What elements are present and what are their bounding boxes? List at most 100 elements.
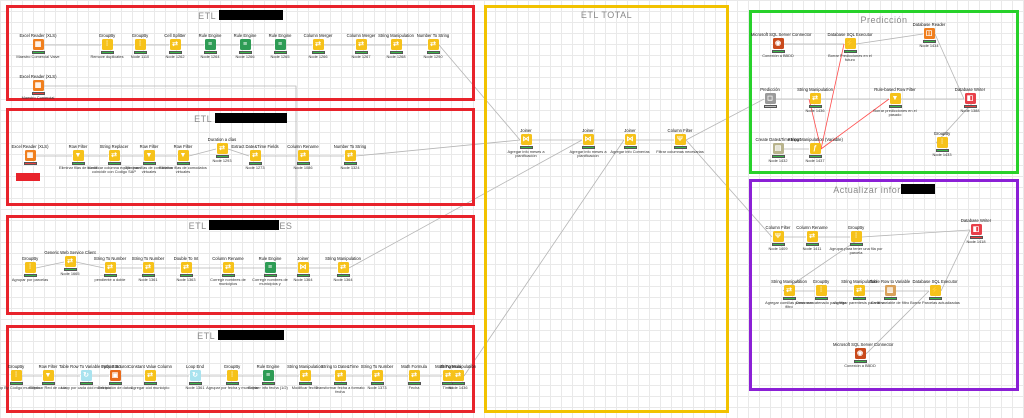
workflow-node[interactable]: Database Writer◧Node 1418 [949,218,1003,244]
workflow-node[interactable]: Constant Value Column⇄Agregar cód munici… [123,364,177,390]
filter-node-icon[interactable]: ▼ [177,150,189,161]
workflow-node[interactable]: String To Number⇄pendiente a doble [83,256,137,282]
workflow-node[interactable]: Joiner⋈Agregar info meses a planificació… [561,128,615,159]
workflow-node[interactable]: Row Filter▼Eliminar filas de suma [51,144,105,170]
annotation-etl[interactable]: ETL [6,5,475,101]
workflow-node[interactable]: String To Number⇄Node 1373 [350,364,404,390]
annotation-etl-total[interactable]: ETL TOTAL [484,5,729,413]
workflow-node[interactable]: String Manipulation⇄Agregar comillas par… [762,279,816,310]
workflow-node[interactable]: GroupBy⫶Group By Código municipio [0,364,43,390]
manip-node-icon[interactable]: ⇄ [249,150,261,161]
manip-node-icon[interactable]: ⇄ [408,370,420,381]
workflow-node[interactable]: Rule Engine≡Node 1265 [253,33,307,59]
python-node-icon[interactable]: ▣ [109,370,121,381]
workflow-node[interactable]: GroupBy⫶Agrupar por parcelas [3,256,57,282]
workflow-node[interactable]: Rule Engine≡Node 1264 [183,33,237,59]
rule-node-icon[interactable]: ≡ [264,262,276,273]
joiner-node-icon[interactable]: ⋈ [582,134,594,145]
annotation-actualizar[interactable]: Actualizar infor [749,179,1019,391]
workflow-node[interactable]: Math Formula⇄Fecha [387,364,441,390]
workflow-node[interactable]: Joiner⋈Agregar info meses a planificació… [499,128,553,159]
manip-node-icon[interactable]: ⇄ [355,39,367,50]
dbexec-node-icon[interactable]: ⚡ [929,285,941,296]
manip-node-icon[interactable]: ⇄ [297,150,309,161]
workflow-node[interactable]: Column Merger⇄Node 1267 [334,33,388,59]
manip-node-icon[interactable]: ⇄ [809,93,821,104]
reader-node-icon[interactable]: ▦ [24,150,36,161]
workflow-node[interactable]: String Manipulation⇄Node 1364 [316,256,370,282]
groupby-node-icon[interactable]: ⫶ [101,39,113,50]
colfilter-node-icon[interactable]: Ψ [772,231,784,242]
workflow-node[interactable]: Column Rename⇄Node 1086 [276,144,330,170]
workflow-node[interactable]: String Manipulation⇄Node 1436 [431,364,485,390]
groupby-node-icon[interactable]: ⫶ [936,137,948,148]
manip-node-icon[interactable]: ⇄ [299,370,311,381]
workflow-node[interactable]: Excel Reader (XLS)▦ [3,144,57,166]
workflow-node[interactable]: Cell Splitter⇄Node 1262 [148,33,202,59]
manip-node-icon[interactable]: ⇄ [783,285,795,296]
manip-node-icon[interactable]: ⇄ [806,231,818,242]
workflow-node[interactable]: String to Date&Time⇄Transformar fecha a … [313,364,367,395]
workflow-node[interactable]: Microsoft SQL Server Connector◉Conexión … [833,342,893,368]
workflow-node[interactable]: Double To Int⇄Node 1363 [159,256,213,282]
loop-node-icon[interactable]: ↻ [80,370,92,381]
manip-node-icon[interactable]: ⇄ [142,262,154,273]
annotation-etl[interactable]: ETL ES [6,215,475,315]
workflow-node[interactable]: Database Reader◫Node 1434 [902,22,956,48]
workflow-node[interactable]: Database SQL Executor⚡Borrar Parcelas ac… [908,279,962,305]
gray-node-icon[interactable]: ◻ [764,93,776,104]
workflow-node[interactable]: Rule Engine≡Node 1266 [218,33,272,59]
manip-node-icon[interactable]: ⇄ [442,370,454,381]
groupby-node-icon[interactable]: ⫶ [226,370,238,381]
joiner-node-icon[interactable]: ⋈ [624,134,636,145]
workflow-node[interactable]: Excel Reader (XLS)▦Maestro Comercial Val… [11,33,65,59]
manip-node-icon[interactable]: ⇄ [104,262,116,273]
workflow-node[interactable]: Database Writer◧Node 1388 [943,87,997,113]
reader-node-icon[interactable]: ▦ [32,80,44,91]
groupby-node-icon[interactable]: ⫶ [10,370,22,381]
workflow-node[interactable]: Create Date&Time Input▤Node 1432 [751,137,805,163]
workflow-node[interactable]: GroupBy⫶Node 1110 [113,33,167,59]
groupby-node-icon[interactable]: ⫶ [134,39,146,50]
manip-node-icon[interactable]: ⇄ [344,150,356,161]
filter-node-icon[interactable]: ▼ [143,150,155,161]
db-node-icon[interactable]: ◉ [772,38,784,49]
manip-node-icon[interactable]: ⇄ [427,39,439,50]
workflow-node[interactable]: GroupBy⫶Crear concatenado para filtro [794,279,848,305]
groupby-node-icon[interactable]: ⫶ [24,262,36,273]
loop-node-icon[interactable]: ↻ [189,370,201,381]
rule-node-icon[interactable]: ≡ [262,370,274,381]
manip-node-icon[interactable]: ⇄ [216,143,228,154]
manip-node-icon[interactable]: ⇄ [180,262,192,273]
workflow-node[interactable]: Joiner⋈Agregar info Comerías [603,128,657,154]
workflow-node[interactable]: Extract Date&Time Fields⇄Node 1273 [228,144,282,170]
manip-node-icon[interactable]: ⇄ [334,370,346,381]
workflow-node[interactable]: Predicción◻ [743,87,797,109]
manip-node-icon[interactable]: ⇄ [390,39,402,50]
workflow-node[interactable]: Generic Web Service Client⇄Node 1665 [43,250,97,276]
workflow-node[interactable]: Duration a días⇄Node 1293 [195,137,249,163]
workflow-node[interactable]: GroupBy⫶Agrupar para tener una fila por … [829,225,883,256]
rule-node-icon[interactable]: ≡ [204,39,216,50]
workflow-node[interactable]: Loop End↻Node 1361 [168,364,222,390]
workflow-node[interactable]: Row Filter▼Eliminar filas de comodatos v… [156,144,210,175]
manip-node-icon[interactable]: ⇄ [108,150,120,161]
filter-node-icon[interactable]: ▼ [42,370,54,381]
workflow-node[interactable]: Table Row to Variable▥Crear variable de … [863,279,917,305]
manip-node-icon[interactable]: ⇄ [312,39,324,50]
workflow-node[interactable]: Column Rename⇄Corregir nombres de munici… [201,256,255,287]
manip-node-icon[interactable]: ⇄ [64,256,76,267]
db-node-icon[interactable]: ◉ [854,348,866,359]
manip-node-icon[interactable]: ⇄ [169,39,181,50]
rule-node-icon[interactable]: ≡ [239,39,251,50]
joiner-node-icon[interactable]: ⋈ [520,134,532,145]
workflow-node[interactable]: Database SQL Executor⚡Borrar Prediccione… [823,32,877,63]
manip-node-icon[interactable]: ⇄ [371,370,383,381]
workflow-node[interactable]: Row Filter▼Eliminar filas de comodatos v… [122,144,176,175]
workflow-node[interactable]: Python Source▣Extracción de datos [88,364,142,390]
workflow-node[interactable]: String Manipulation⇄Node 1436 [788,87,842,113]
dateinput-node-icon[interactable]: ▤ [772,143,784,154]
